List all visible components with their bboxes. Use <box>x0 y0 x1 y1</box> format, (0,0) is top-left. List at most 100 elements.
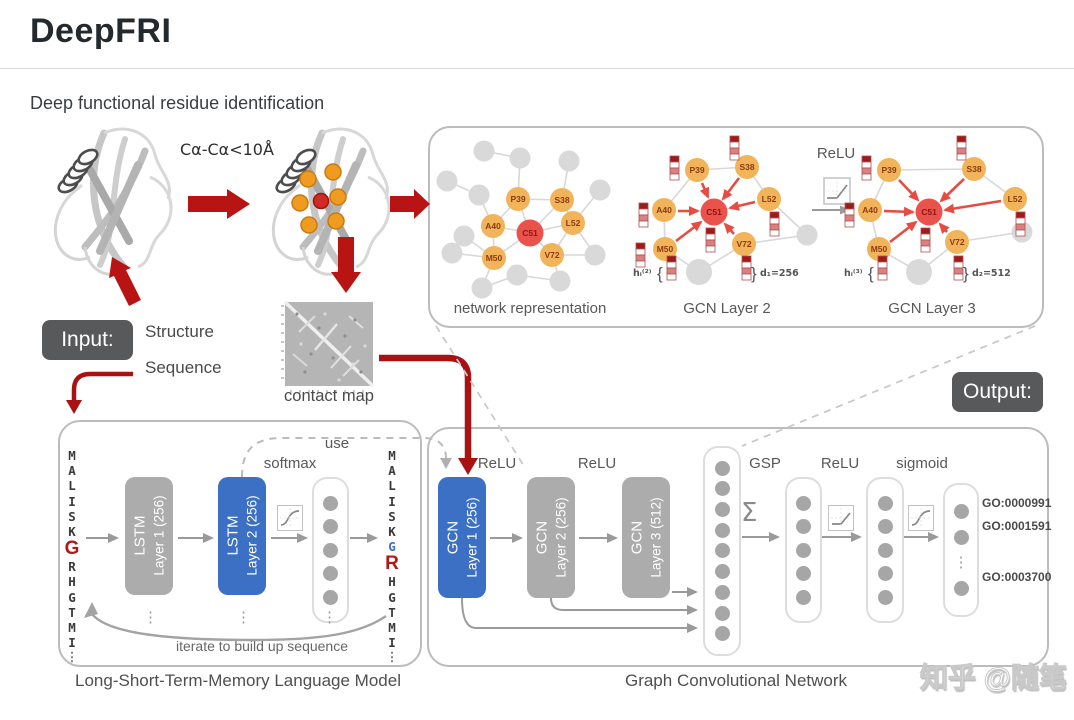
svg-text:C51: C51 <box>921 207 937 217</box>
sequence-letter: I <box>388 635 396 651</box>
dense-vector <box>866 477 904 623</box>
watermark: 知乎 @随笔 <box>919 662 1067 694</box>
svg-text:{: { <box>868 264 874 283</box>
contact-map-image <box>281 300 375 393</box>
sequence-letter: R <box>385 553 399 575</box>
sequence-letter: A <box>388 463 396 479</box>
graph-panel: P39 S38 A40 L52 M50 V72 C51 <box>428 126 1044 328</box>
gsp-label: GSP <box>749 455 781 472</box>
svg-text:A40: A40 <box>485 221 501 231</box>
gcn-layer3-pill: GCN Layer 3 (512) <box>622 477 670 598</box>
svg-text:S38: S38 <box>739 162 754 172</box>
lstm-layer2-pill: LSTM Layer 2 (256) <box>218 477 266 595</box>
panel-relu: ReLU <box>812 145 855 215</box>
page-subtitle: Deep functional residue identification <box>30 93 325 113</box>
iterate-label: iterate to build up sequence <box>175 638 348 654</box>
go-term-3: GO:0003700 <box>982 570 1052 584</box>
protein-structure-image <box>28 115 190 290</box>
sequence-letter: K <box>388 524 396 540</box>
sequence-letter: G <box>68 589 76 605</box>
relu-label-1: ReLU <box>477 455 517 472</box>
title-divider <box>0 68 1074 69</box>
gcn-layer2-cluster: P39 S38 A40 L52 M50 V72 C51 hᵢ⁽²⁾ { } d₁… <box>633 135 818 285</box>
network-representation-cluster: P39 S38 A40 L52 M50 V72 C51 <box>436 140 611 299</box>
lstm-caption: Long-Short-Term-Memory Language Model <box>75 671 401 690</box>
svg-text:A40: A40 <box>656 205 672 215</box>
hidden-state-annotation: hᵢ⁽²⁾ <box>633 268 652 279</box>
arrow-sequence-to-lstm <box>66 371 133 414</box>
dimension-annotation: d₁=256 <box>760 268 799 279</box>
sequence-letter: M <box>68 620 76 636</box>
sequence-letter: M <box>388 620 396 636</box>
go-term-1: GO:0000991 <box>982 496 1052 510</box>
sequence-letter: I <box>388 493 396 509</box>
sequence-letter: S <box>388 508 396 524</box>
svg-text:S38: S38 <box>554 195 569 205</box>
protein-structure-residues-image <box>246 115 408 290</box>
concatenated-features-vector <box>703 446 741 656</box>
sequence-letter: I <box>68 635 76 651</box>
svg-text:{: { <box>657 264 663 283</box>
caption-gcn-layer-3: GCN Layer 3 <box>888 300 976 317</box>
sequence-letter: G <box>388 539 396 555</box>
svg-text:L52: L52 <box>762 194 777 204</box>
go-term-output-vector: ⋮ <box>943 483 979 617</box>
sequence-letter: G <box>64 538 80 560</box>
residue-spheres <box>291 163 347 234</box>
output-chip: Output: <box>952 372 1043 412</box>
svg-text:M50: M50 <box>486 253 503 263</box>
svg-text:C51: C51 <box>706 207 722 217</box>
sequence-letter: H <box>68 574 76 590</box>
svg-text:V72: V72 <box>949 237 964 247</box>
svg-text:S38: S38 <box>966 164 981 174</box>
caption-gcn-layer-2: GCN Layer 2 <box>683 300 771 317</box>
graph-panel-drawing: P39 S38 A40 L52 M50 V72 C51 <box>436 135 1033 299</box>
sigmoid-label: sigmoid <box>896 455 948 472</box>
input-structure-label: Structure <box>145 322 214 341</box>
lstm-layer1-pill: LSTM Layer 1 (256) <box>125 477 173 595</box>
svg-text:C51: C51 <box>522 228 538 238</box>
sequence-letter: L <box>388 478 396 494</box>
gcn-caption: Graph Convolutional Network <box>624 671 848 690</box>
sequence-letter: I <box>68 493 76 509</box>
gcn-layer1-pill: GCN Layer 1 (256) <box>438 477 486 598</box>
sequence-letter: S <box>68 508 76 524</box>
sum-symbol: Σ <box>741 498 758 528</box>
ellipsis: ⋮ <box>236 609 251 626</box>
go-term-2: GO:0001591 <box>982 519 1052 533</box>
pooled-vector <box>785 477 822 623</box>
sequence-letter: R <box>68 559 76 575</box>
sequence-letter: L <box>68 478 76 494</box>
svg-text:}: } <box>751 264 757 283</box>
ellipsis: ⋮ <box>143 609 158 626</box>
sequence-letter: A <box>68 463 76 479</box>
page-title: DeepFRI <box>30 12 172 50</box>
svg-text:L52: L52 <box>1008 194 1023 204</box>
sequence-letter: M <box>388 448 396 463</box>
gcn-layer2-pill: GCN Layer 2 (256) <box>527 477 575 598</box>
message-passing-arrows <box>675 177 756 243</box>
gcn-layer3-cluster: P39 S38 A40 L52 M50 V72 C51 hᵢ⁽³⁾ { } d₂… <box>844 135 1033 285</box>
svg-text:V72: V72 <box>544 250 559 260</box>
input-chip: Input: <box>42 320 133 360</box>
svg-text:ReLU: ReLU <box>817 145 855 162</box>
hidden-state-annotation: hᵢ⁽³⁾ <box>844 268 863 279</box>
use-label: use <box>324 435 350 452</box>
svg-text:P39: P39 <box>689 165 704 175</box>
graph-node-unlabeled <box>436 140 611 299</box>
sequence-letter: H <box>388 574 396 590</box>
relu-label-3: ReLU <box>820 455 860 472</box>
svg-text:M50: M50 <box>657 244 674 254</box>
relu-icon <box>828 505 854 531</box>
sequence-letter: ⋮ <box>385 649 399 665</box>
softmax-icon <box>277 505 303 531</box>
contact-map-label: contact map <box>284 387 374 405</box>
svg-text:}: } <box>963 264 969 283</box>
svg-text:V72: V72 <box>736 239 751 249</box>
svg-text:P39: P39 <box>881 165 896 175</box>
relu-label-2: ReLU <box>577 455 617 472</box>
sequence-letter: T <box>388 604 396 620</box>
svg-text:A40: A40 <box>862 205 878 215</box>
sequence-letter: K <box>68 524 76 540</box>
